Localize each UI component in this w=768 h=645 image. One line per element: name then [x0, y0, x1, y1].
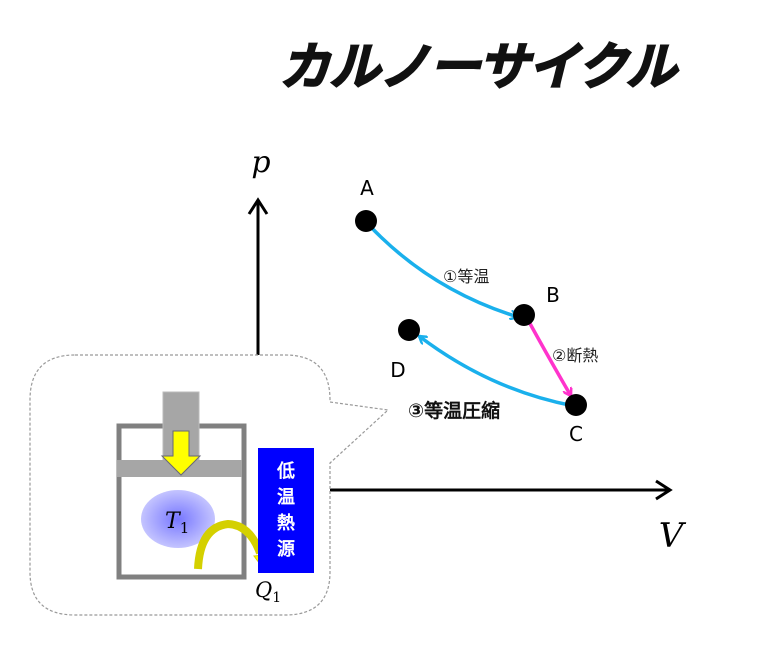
p-axis — [247, 197, 269, 356]
adiabatic-curve — [526, 319, 571, 396]
low-temperature-reservoir — [258, 448, 314, 573]
point-b — [513, 304, 535, 326]
gas-blob — [141, 490, 215, 548]
v-axis — [330, 479, 673, 501]
point-d-label: D — [390, 358, 405, 382]
reservoir-char: 低 — [276, 460, 295, 482]
isothermal-expansion-curve — [366, 222, 518, 317]
title: カルノーサイクル — [280, 38, 678, 96]
point-c-label: C — [569, 422, 583, 446]
reservoir-char: 熱 — [277, 512, 295, 534]
step3-label: ③等温圧縮 — [408, 399, 500, 422]
reservoir-char: 温 — [277, 487, 295, 508]
heat-flow-arrow-icon — [194, 519, 264, 570]
heat-label: Q1 — [255, 578, 281, 606]
v-axis-label: V — [659, 516, 687, 556]
reservoir-char: 源 — [277, 538, 295, 560]
point-d — [398, 319, 420, 341]
point-c — [565, 394, 587, 416]
compression-arrow-icon — [160, 430, 202, 476]
point-a — [355, 210, 377, 232]
temperature-label: T1 — [165, 509, 189, 537]
point-b-label: B — [546, 283, 560, 307]
point-a-label: A — [360, 176, 374, 200]
p-axis-label: p — [251, 145, 270, 180]
step1-label: ①等温 — [443, 267, 489, 286]
isothermal-compression-curve — [419, 336, 575, 408]
step2-label: ②断熱 — [552, 346, 598, 365]
